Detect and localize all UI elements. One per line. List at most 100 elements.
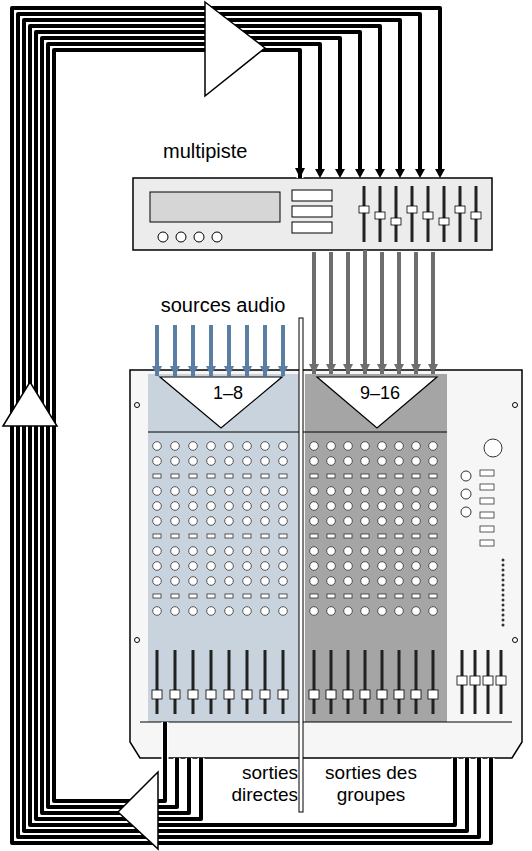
knob — [207, 577, 216, 586]
knob — [378, 562, 387, 571]
button — [153, 594, 161, 598]
fader-cap — [423, 212, 433, 219]
button — [279, 534, 287, 538]
signal-connector — [54, 50, 300, 801]
fader-slot — [264, 650, 267, 714]
channel-range: 1–8 — [148, 384, 308, 404]
knob — [243, 502, 252, 511]
knob — [207, 457, 216, 466]
knob — [310, 577, 319, 586]
button — [153, 534, 161, 538]
knob — [344, 457, 353, 466]
knob — [171, 442, 180, 451]
knob — [412, 547, 421, 556]
cable — [42, 38, 340, 813]
button — [344, 594, 352, 598]
fader-cap — [470, 676, 480, 685]
knob — [261, 517, 270, 526]
screw — [135, 403, 140, 408]
output-label: sorties directes — [206, 762, 298, 806]
knob — [189, 517, 198, 526]
knob — [412, 442, 421, 451]
knob — [261, 457, 270, 466]
knob — [395, 487, 404, 496]
knob — [153, 607, 162, 616]
knob — [207, 502, 216, 511]
transport-button — [194, 232, 204, 242]
rack-button — [292, 206, 332, 217]
knob — [189, 487, 198, 496]
knob — [395, 502, 404, 511]
knob — [243, 577, 252, 586]
input-arrow — [191, 325, 195, 376]
button — [361, 474, 369, 478]
knob — [153, 442, 162, 451]
knob — [225, 577, 234, 586]
knob — [395, 577, 404, 586]
knob — [327, 487, 336, 496]
knob — [243, 547, 252, 556]
knob — [261, 577, 270, 586]
device-label: multipiste — [163, 140, 247, 162]
button — [344, 474, 352, 478]
master-knob — [484, 439, 502, 457]
button — [327, 534, 335, 538]
button — [171, 474, 179, 478]
knob — [327, 562, 336, 571]
display — [150, 192, 280, 222]
knob — [225, 487, 234, 496]
fader-cap — [496, 676, 506, 685]
meter-led — [502, 579, 505, 582]
transport-button — [212, 232, 222, 242]
button — [261, 474, 269, 478]
connector-group — [54, 50, 300, 801]
knob — [361, 442, 370, 451]
knob — [279, 487, 288, 496]
button — [279, 474, 287, 478]
fader-cap — [188, 690, 198, 699]
button — [327, 594, 335, 598]
cable-bundle — [12, 8, 491, 843]
knob — [378, 517, 387, 526]
meter-led — [502, 599, 505, 602]
fader-cap — [152, 690, 162, 699]
knob — [279, 502, 288, 511]
master-button — [480, 512, 494, 518]
transport-button — [176, 232, 186, 242]
signal-label: sources audio — [148, 294, 298, 317]
rack-button — [292, 222, 332, 233]
meter-led — [502, 589, 505, 592]
knob — [378, 442, 387, 451]
button — [171, 534, 179, 538]
knob — [243, 517, 252, 526]
meter-led — [502, 604, 505, 607]
fader-cap — [428, 690, 438, 699]
knob — [207, 562, 216, 571]
cable — [48, 44, 320, 807]
button — [429, 474, 437, 478]
cable-arrowhead — [395, 169, 405, 178]
meter-led — [502, 614, 505, 617]
master-button — [480, 498, 494, 504]
knob — [153, 562, 162, 571]
button — [310, 534, 318, 538]
knob — [261, 547, 270, 556]
output-label: sorties des groupes — [306, 762, 436, 806]
knob — [344, 502, 353, 511]
knob — [225, 562, 234, 571]
knob — [189, 502, 198, 511]
input-arrow — [263, 325, 267, 376]
knob — [378, 457, 387, 466]
fader-cap — [377, 690, 387, 699]
fader-slot — [459, 186, 462, 242]
fader-cap — [359, 206, 369, 213]
fader-cap — [309, 690, 319, 699]
fader-cap — [343, 690, 353, 699]
knob — [310, 502, 319, 511]
return-arrow — [380, 252, 384, 374]
button — [225, 534, 233, 538]
knob — [171, 502, 180, 511]
button — [327, 474, 335, 478]
knob — [361, 517, 370, 526]
